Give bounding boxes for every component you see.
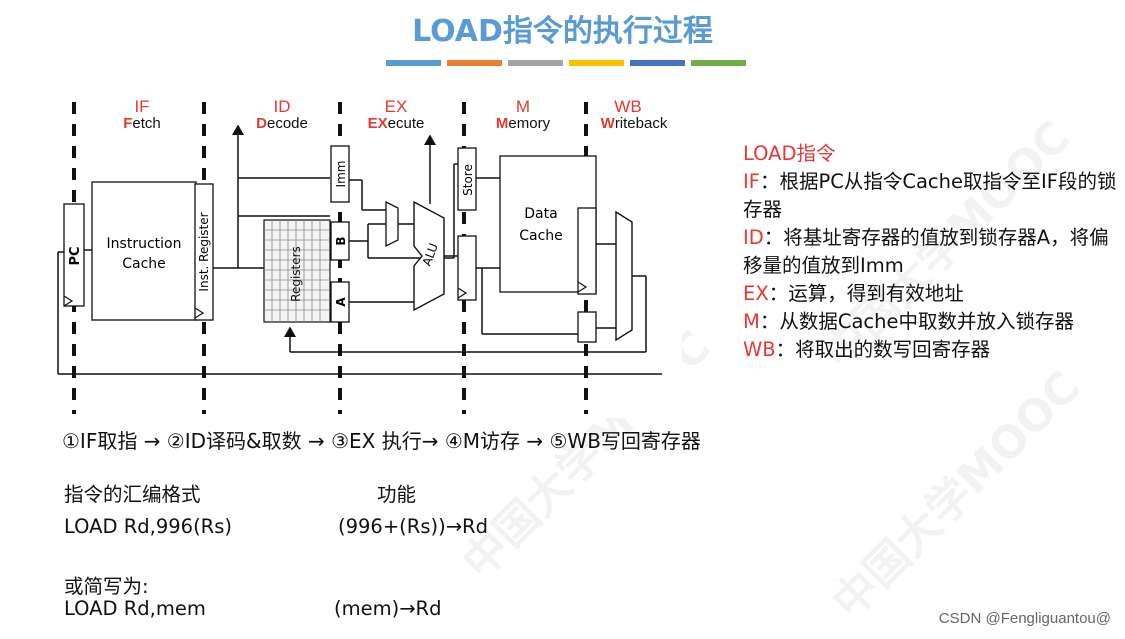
color-bar (691, 60, 746, 66)
inst-register: Inst. Register (194, 183, 214, 321)
color-bar (447, 60, 502, 66)
description-item: EX：运算，得到有效地址 (743, 282, 964, 305)
stage-abbr: M (516, 97, 530, 116)
stage-name: Memory (496, 115, 551, 132)
register-file: Registers (263, 219, 331, 323)
watermark: 中国大学MOOC (823, 361, 1091, 629)
b-label: B (334, 236, 348, 245)
icache-label-2: Cache (122, 256, 166, 272)
stage-abbr: IF (134, 97, 149, 116)
alu: ALU (413, 200, 445, 312)
description-heading: LOAD指令 (743, 142, 836, 165)
pc-label: PC (68, 246, 83, 265)
pipeline-svg: IF Fetch ID Decode EX EXecute M Memory W… (57, 97, 668, 414)
color-bar (569, 60, 624, 66)
icache-label-1: Instruction (107, 236, 182, 252)
stage-abbr: ID (274, 97, 291, 116)
imm-latch: Imm (330, 145, 350, 203)
wb-mux (615, 210, 633, 342)
ex-mux (385, 200, 399, 248)
func-line-1: (996+(Rs))→Rd (338, 515, 488, 538)
load-description: LOAD指令 IF：根据PC从指令Cache取指令至IF段的锁存器 ID：将基址… (743, 140, 1123, 364)
stage-abbr: EX (385, 97, 408, 116)
stage-name: Decode (256, 115, 308, 132)
description-item: IF：根据PC从指令Cache取指令至IF段的锁存器 (743, 170, 1117, 221)
pc-register: PC (63, 203, 85, 307)
color-bar (386, 60, 441, 66)
pipeline-diagram: IF Fetch ID Decode EX EXecute M Memory W… (42, 84, 682, 418)
ex-m-latch (457, 235, 477, 301)
description-item: WB：将取出的数写回寄存器 (743, 338, 991, 361)
credit-text: CSDN @Fengliguantou@ (938, 610, 1111, 627)
func-header: 功能 (377, 483, 417, 506)
stage-abbr: WB (614, 97, 641, 116)
title-underline-bars (386, 60, 746, 66)
inst-register-label: Inst. Register (197, 212, 211, 291)
abbr-label: 或简写为: (64, 575, 149, 598)
color-bar (630, 60, 685, 66)
dcache-label-2: Cache (519, 228, 563, 244)
stage-header-if: IF Fetch (123, 97, 161, 132)
asm-line-2: LOAD Rd,mem (64, 597, 206, 620)
b-latch: B (330, 221, 350, 261)
color-bar (508, 60, 563, 66)
a-label: A (334, 297, 348, 307)
description-item: ID：将基址寄存器的值放到锁存器A，将偏移量的值放到Imm (743, 226, 1109, 277)
store-latch: Store (457, 147, 477, 211)
asm-header: 指令的汇编格式 (64, 483, 201, 506)
stage-name: Writeback (601, 115, 668, 132)
stage-header-id: ID Decode (256, 97, 308, 132)
page-title: LOAD指令的执行过程 (412, 14, 713, 49)
a-latch: A (330, 281, 350, 323)
dcache-label-1: Data (524, 206, 557, 222)
registers-label: Registers (289, 246, 303, 302)
stage-header-m: M Memory (496, 97, 551, 132)
stage-header-ex: EX EXecute (368, 97, 425, 132)
asm-line-1: LOAD Rd,996(Rs) (64, 515, 232, 538)
m-wb-latch-2 (577, 311, 597, 343)
imm-label: Imm (334, 161, 348, 188)
stage-name: EXecute (368, 115, 425, 132)
stage-name: Fetch (123, 115, 161, 132)
stage-header-wb: WB Writeback (601, 97, 668, 132)
func-line-2: (mem)→Rd (334, 597, 442, 620)
instruction-cache: Instruction Cache (91, 181, 197, 321)
description-item: M：从数据Cache中取数并放入锁存器 (743, 310, 1074, 333)
stage-flow: ①IF取指 → ②ID译码&取数 → ③EX 执行→ ④M访存 → ⑤WB写回寄… (62, 429, 701, 453)
store-label: Store (461, 164, 475, 196)
m-wb-latch-1 (577, 207, 597, 295)
